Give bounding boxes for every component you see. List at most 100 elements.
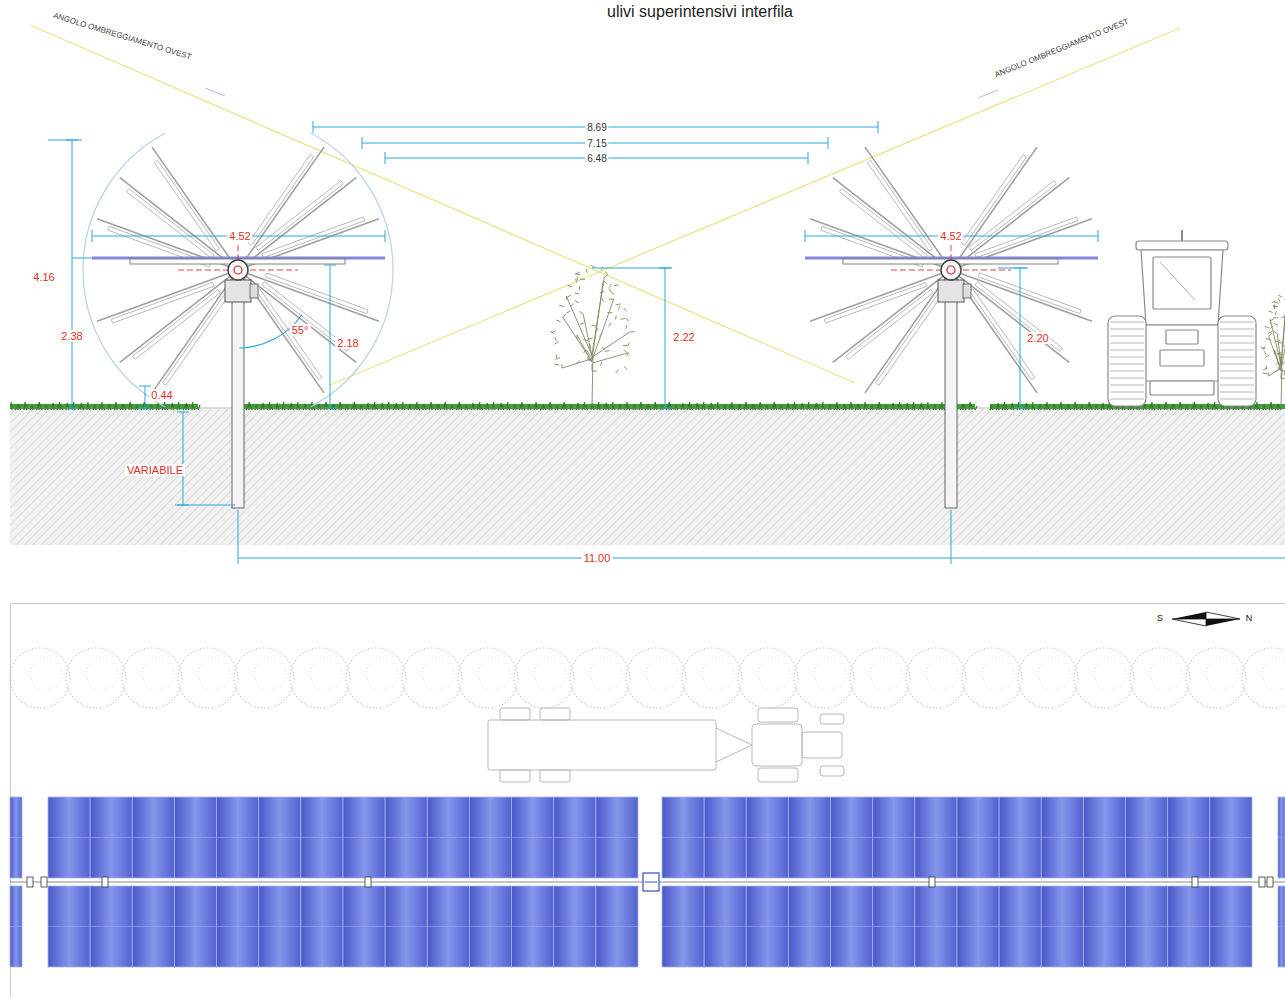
tree-crown [86,658,118,690]
tree-crown [142,658,174,690]
drive-unit [963,284,971,298]
shadow-tick [978,90,998,98]
panel-position [828,172,1073,368]
panel-position [146,143,330,397]
trailer-wheel [540,708,570,720]
body [1144,325,1220,381]
panel-module [262,217,365,258]
module-line [1278,837,1285,838]
tree-crown [310,658,342,690]
dimension-label: VARIABILE [125,464,185,476]
compass-arrow [1206,619,1240,626]
tread [1110,336,1144,337]
tread [1220,364,1254,365]
tread [1220,392,1254,393]
dimension-label: 6.48 [585,153,608,164]
cab [1141,250,1223,325]
panel-module [256,181,344,251]
hitch [1150,381,1214,395]
panel-module [846,290,934,360]
dimension-tick [808,152,809,164]
bearing [929,877,935,887]
panel-edge [97,219,379,322]
panel-module [840,189,928,259]
dimension-tick [878,121,879,133]
tree-crown [1242,648,1285,708]
grass [11,402,1281,410]
module-line [10,926,22,927]
panel-module [975,217,1078,258]
dimension-tick [951,510,952,564]
shadow-line [30,25,855,383]
dimension-label: 4.52 [227,230,252,242]
tread [1110,371,1144,372]
dimension-tick [92,230,93,242]
tread [1220,343,1254,344]
dimension-tick [324,265,336,266]
panel-position [115,172,360,368]
tread [1110,392,1144,393]
tractor-wheel [820,714,844,724]
panel-position [95,212,382,328]
module-line [48,837,638,838]
panel-position [859,143,1043,397]
module-line [1278,926,1285,927]
section-view [10,25,1285,564]
tree-crown [646,658,678,690]
drive-unit [225,280,251,302]
tractor [1108,230,1256,406]
tree-crown [926,658,958,690]
panel-module [111,282,214,323]
tree-crown [626,648,686,708]
tree-crown [234,648,294,708]
dimension-line [1020,268,1021,408]
tree-crown [254,658,286,690]
tree-crown [10,648,70,708]
panel-edge [97,219,379,322]
panel-edge [120,178,356,363]
torque-tube [10,882,1285,883]
pv-rows [10,797,1285,967]
dimension-tick [659,408,671,409]
dimension-extension [72,258,92,259]
panel-position [808,212,1095,328]
tree-crown [1206,658,1238,690]
compass-arrow [1206,612,1240,619]
dimension-label: 11.00 [582,552,613,564]
dimension-label: 2.20 [1025,332,1050,344]
panel-module [257,289,322,380]
ground-line [10,408,1285,409]
dimension-tick [139,386,151,387]
dimension-tick [313,121,314,133]
panel-position [146,143,330,397]
dimension-tick [238,510,239,564]
plan-frame [11,604,1285,997]
bearing [365,877,371,887]
tree-crown [682,648,742,708]
tractor-wheel [758,708,798,722]
panel-edge [810,219,1092,322]
tractor-cab [752,724,802,766]
panel-edge [810,219,1092,322]
tread [1110,329,1144,330]
tree-crown [458,648,518,708]
tread [1220,357,1254,358]
tree-crown [590,658,622,690]
trailer [488,720,716,770]
tree-crown [1186,648,1246,708]
shadow-line [330,28,1180,385]
plate [1160,350,1204,366]
panel-module [975,282,1063,352]
rotation-arc [83,133,165,407]
pile [232,270,244,508]
tree-crown [850,648,910,708]
tracker [83,133,393,508]
glass-line [1160,262,1195,300]
tree-crown [982,658,1014,690]
tree-crown [702,658,734,690]
tractor-wheel [820,766,844,776]
dimension-line [665,268,666,408]
dimension-tick [828,137,829,149]
panel-position [859,143,1043,397]
